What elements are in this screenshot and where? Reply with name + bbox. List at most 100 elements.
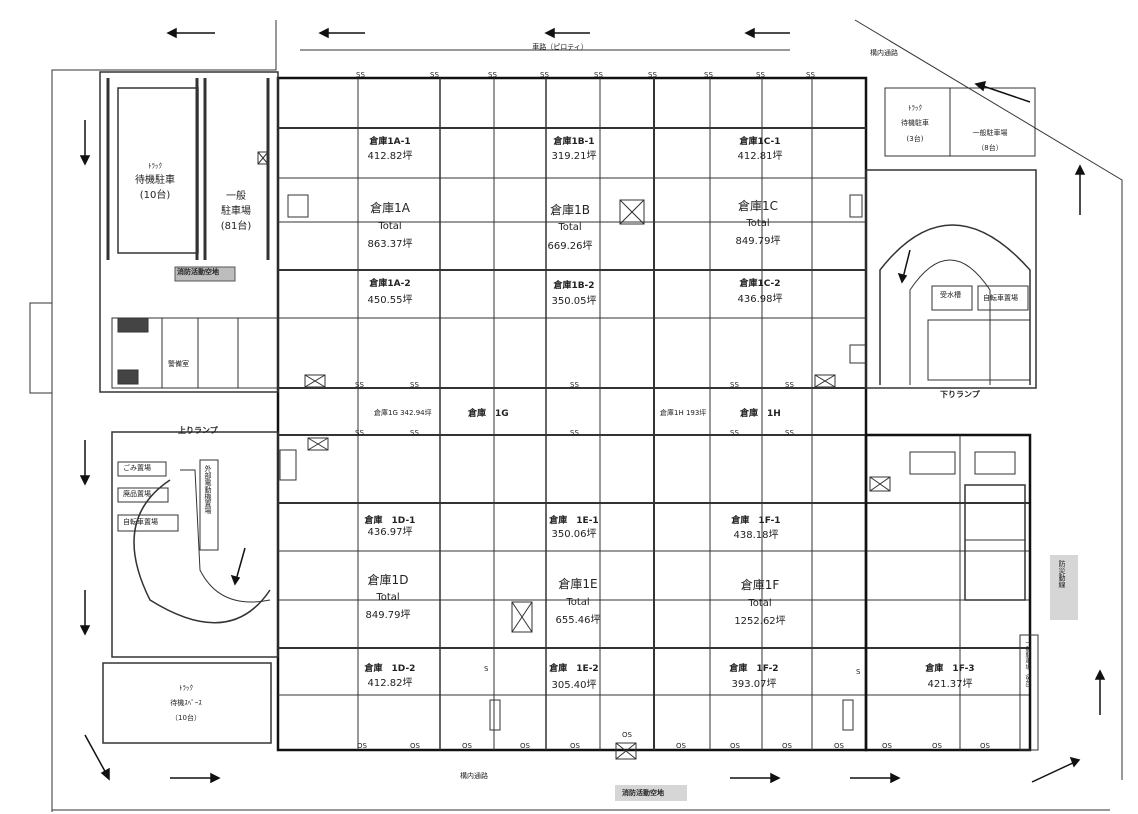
site-boundary-right — [854, 19, 1123, 780]
w1a-area: 863.37坪 — [367, 239, 413, 250]
ss-mark: SS — [730, 429, 739, 437]
ss-mark: SS — [785, 381, 794, 389]
os-mark: OS — [882, 742, 892, 750]
main-building — [276, 76, 868, 752]
w1e-area: 655.46坪 — [555, 615, 601, 626]
w1d-area: 849.79坪 — [365, 610, 411, 621]
w1b1-name: 倉庫1B-1 — [553, 137, 595, 147]
w1f1-area: 438.18坪 — [733, 530, 779, 541]
fire-space-right-label: 防災動線 — [1058, 560, 1066, 588]
site-boundary — [51, 20, 277, 812]
road-pilotis-label: 車路（ピロティ） — [532, 43, 588, 51]
internal-road-bottom-label: 構内通路 — [460, 772, 488, 780]
w1b2-name: 倉庫1B-2 — [553, 281, 595, 291]
w1e2-name: 倉庫 1E-2 — [549, 664, 599, 674]
truck-wait-right-2: 待機駐車 — [901, 119, 929, 127]
w1f3-area: 421.37坪 — [927, 679, 973, 690]
truck-space-3: （10台） — [171, 714, 201, 722]
w1g-name: 倉庫 1G — [468, 409, 509, 419]
up-ramp-label: 上りランプ — [178, 426, 218, 435]
ss-mark: SS — [410, 381, 419, 389]
general-left-1: 一般 — [226, 191, 246, 202]
w1e-total: Total — [566, 597, 590, 608]
w1f-name: 倉庫1F — [740, 578, 780, 592]
w1b-area: 669.26坪 — [547, 241, 593, 252]
truck-space-2: 待機ｽﾍﾟｰｽ — [170, 699, 202, 707]
ss-mark: SS — [756, 71, 765, 79]
w1c1-name: 倉庫1C-1 — [739, 137, 781, 147]
w1c1-area: 412.81坪 — [737, 151, 783, 162]
w1h-name: 倉庫 1H — [740, 409, 781, 419]
general-parking-right-label: 一般駐車場（8台） — [1024, 640, 1031, 692]
w1a2-area: 450.55坪 — [367, 295, 413, 306]
general-left-2: 駐車場 — [221, 206, 251, 217]
w1b-name: 倉庫1B — [550, 203, 590, 217]
down-ramp-label: 下りランプ — [940, 390, 980, 399]
os-mark: OS — [410, 742, 420, 750]
ss-mark: SS — [356, 71, 365, 79]
w1f1-name: 倉庫 1F-1 — [731, 516, 781, 526]
ss-mark: SS — [430, 71, 439, 79]
os-mark: OS — [622, 731, 632, 739]
w1e-name: 倉庫1E — [558, 577, 598, 591]
ss-mark: SS — [730, 381, 739, 389]
ext-storage-label: 外部電動機置場 — [204, 465, 212, 514]
ss-mark: SS — [410, 429, 419, 437]
os-mark: OS — [462, 742, 472, 750]
fire-space-left-label: 消防活動空地 — [177, 268, 219, 276]
general-right-2: （8台） — [977, 144, 1003, 152]
w1b-total: Total — [558, 222, 582, 233]
fire-space-bottom-label: 消防活動空地 — [622, 789, 664, 797]
guard-label: 警備室 — [168, 360, 189, 368]
w1c2-name: 倉庫1C-2 — [739, 279, 781, 289]
ss-mark: SS — [540, 71, 549, 79]
w1f-total: Total — [748, 598, 772, 609]
truck-wait-left-1: ﾄﾗｯｸ — [148, 162, 162, 170]
w1f2-area: 393.07坪 — [731, 679, 777, 690]
w1d1-area: 436.97坪 — [367, 527, 413, 538]
os-mark: OS — [834, 742, 844, 750]
os-mark: OS — [570, 742, 580, 750]
w1f2-name: 倉庫 1F-2 — [729, 664, 779, 674]
w1e2-area: 305.40坪 — [551, 680, 597, 691]
os-mark: OS — [782, 742, 792, 750]
truck-wait-right-1: ﾄﾗｯｸ — [908, 104, 922, 112]
w1e1-name: 倉庫 1E-1 — [549, 516, 599, 526]
truck-wait-left-3: (10台) — [139, 190, 171, 201]
w1c-name: 倉庫1C — [737, 199, 779, 213]
w1h-area: 倉庫1H 193坪 — [660, 409, 707, 417]
ss-mark: SS — [806, 71, 815, 79]
s-mark: S — [856, 668, 861, 676]
w1f3-name: 倉庫 1F-3 — [925, 664, 975, 674]
w1a-name: 倉庫1A — [370, 201, 410, 215]
w1c-total: Total — [746, 218, 770, 229]
os-mark: OS — [980, 742, 990, 750]
os-mark: OS — [676, 742, 686, 750]
w1c-area: 849.79坪 — [735, 236, 781, 247]
ss-mark: SS — [704, 71, 713, 79]
w1e1-area: 350.06坪 — [551, 529, 597, 540]
os-mark: OS — [932, 742, 942, 750]
w1a1-area: 412.82坪 — [367, 151, 413, 162]
truck-wait-right-3: (3台) — [906, 135, 924, 143]
general-right-1: 一般駐車場 — [972, 129, 1008, 137]
w1a-total: Total — [378, 221, 402, 232]
w1a2-name: 倉庫1A-2 — [369, 279, 411, 289]
truck-wait-left-2: 待機駐車 — [135, 175, 175, 186]
ss-mark: SS — [570, 429, 579, 437]
ss-mark: SS — [594, 71, 603, 79]
ss-mark: SS — [648, 71, 657, 79]
os-mark: OS — [730, 742, 740, 750]
bicycle-right-label: 自転車置場 — [983, 294, 1018, 302]
water-tank-label: 受水槽 — [940, 291, 961, 299]
w1b2-area: 350.05坪 — [551, 296, 597, 307]
ss-mark: SS — [355, 381, 364, 389]
bicycle-left-label: 自転車置場 — [123, 518, 158, 526]
general-left-3: (81台) — [220, 221, 252, 232]
w1d2-area: 412.82坪 — [367, 678, 413, 689]
w1g-area: 倉庫1G 342.94坪 — [374, 409, 432, 417]
w1f-area: 1252.62坪 — [734, 616, 786, 627]
w1d1-name: 倉庫 1D-1 — [364, 516, 416, 526]
ss-mark: SS — [488, 71, 497, 79]
